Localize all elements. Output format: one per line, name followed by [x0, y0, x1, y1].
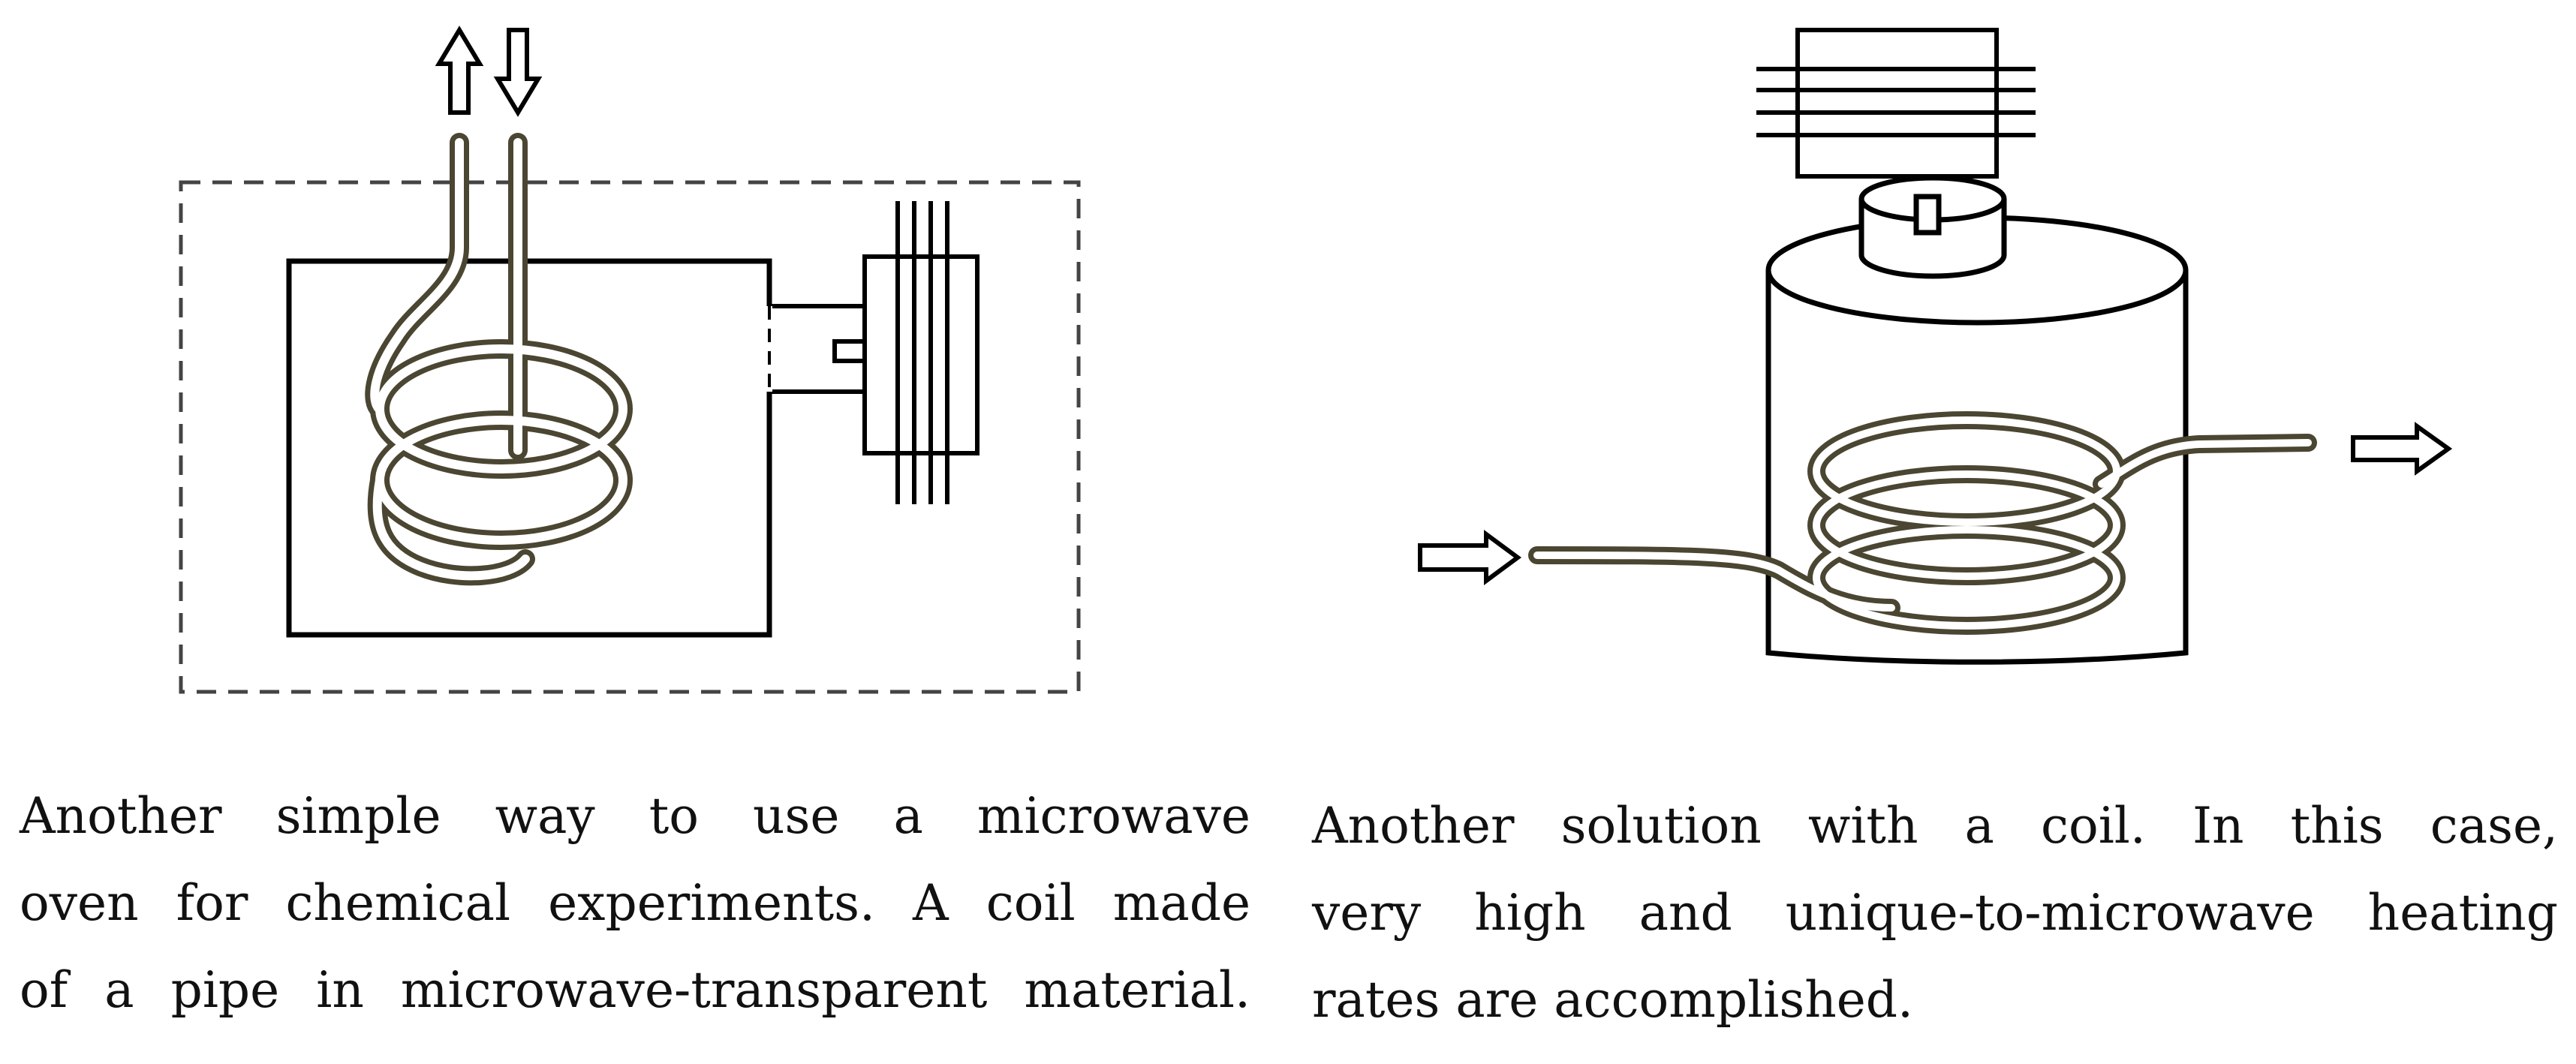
magnetron-icon	[1756, 28, 2036, 179]
left-caption-line: oven for chemical experiments. A coil ma…	[20, 874, 1250, 932]
right-coil	[1528, 411, 2317, 635]
oven-cavity	[286, 258, 772, 638]
right-caption-line: rates are accomplished.	[1312, 971, 1913, 1029]
waveguide	[766, 304, 865, 394]
left-caption: Another simple way to use a microwave ov…	[20, 773, 1250, 1034]
right-caption-line: very high and unique-to-microwave heatin…	[1312, 884, 2558, 942]
left-coil	[365, 133, 633, 586]
left-caption-line: of a pipe in microwave-transparent mater…	[20, 961, 1250, 1019]
down-arrow-icon	[493, 28, 543, 117]
antenna-tube	[1858, 175, 2007, 279]
right-caption-line: Another solution with a coil. In this ca…	[1312, 797, 2558, 855]
left-caption-line: Another simple way to use a microwave	[20, 787, 1250, 845]
right-diagram	[1418, 28, 2453, 665]
right-caption: Another solution with a coil. In this ca…	[1312, 783, 2558, 1044]
right-arrow-icon	[1418, 530, 1522, 585]
up-arrow-icon	[435, 26, 484, 115]
magnetron-icon	[832, 201, 980, 504]
left-diagram	[179, 26, 1081, 694]
right-arrow-icon	[2351, 422, 2453, 476]
dashed-enclosure	[179, 180, 1081, 694]
